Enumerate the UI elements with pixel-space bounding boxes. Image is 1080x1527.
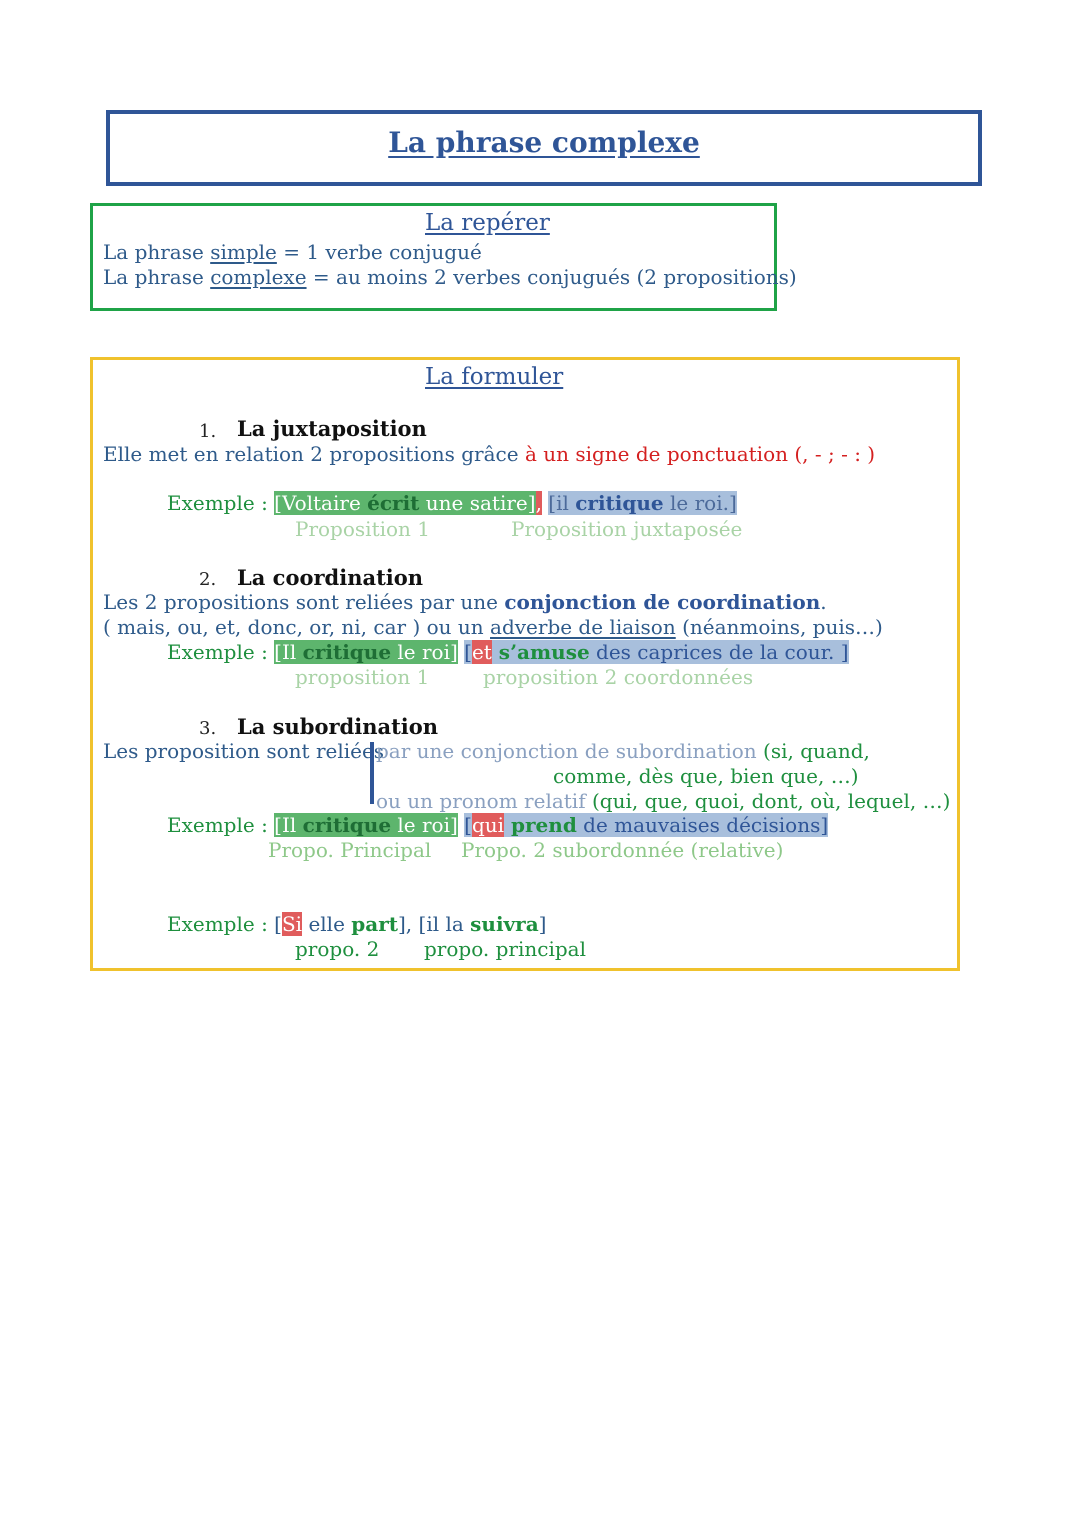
subordination-conjunction-continued: comme, dès que, bien que, …) (553, 764, 859, 788)
example-label: Exemple : (167, 912, 268, 936)
bracket-bar (370, 742, 374, 804)
label-propo-subordonnee: Propo. 2 subordonnée (relative) (461, 838, 784, 862)
section-number-2: 2. (199, 569, 217, 590)
section-title-juxtaposition: La juxtaposition (237, 416, 427, 441)
coordination-example: Exemple : [Il critique le roi] [et s’amu… (167, 640, 849, 664)
subordination-relative-line: ou un pronom relatif (qui, que, quoi, do… (376, 789, 951, 813)
page-title: La phrase complexe (388, 126, 700, 159)
subordination-example-1: Exemple : [Il critique le roi] [qui pren… (167, 813, 829, 837)
example-proposition-1: [Voltaire écrit une satire] (274, 491, 536, 515)
subordination-description-prefix: Les proposition sont reliées (103, 739, 385, 763)
section-title-coordination: La coordination (237, 565, 424, 590)
subordination-conjunction-line: par une conjonction de subordination (si… (376, 739, 870, 763)
formuler-heading: La formuler (425, 364, 564, 390)
section-number-1: 1. (199, 421, 217, 442)
section-title-subordination: La subordination (237, 714, 439, 739)
coordination-description-2: ( mais, ou, et, donc, or, ni, car ) ou u… (103, 615, 883, 639)
example-label: Exemple : (167, 640, 268, 664)
reperer-box (90, 203, 777, 311)
label-proposition-1: proposition 1 (295, 665, 430, 689)
reperer-line-complexe: La phrase complexe = au moins 2 verbes c… (103, 265, 797, 289)
label-proposition-1: Proposition 1 (295, 517, 430, 541)
example-comma: , (535, 491, 542, 515)
example-proposition-2: [et s’amuse des caprices de la cour. ] (464, 640, 849, 664)
juxtaposition-description: Elle met en relation 2 propositions grâc… (103, 442, 876, 466)
label-proposition-coordonnees: proposition 2 coordonnées (483, 665, 754, 689)
example-label: Exemple : (167, 813, 268, 837)
label-proposition-juxtaposee: Proposition juxtaposée (511, 517, 743, 541)
relative-pronoun-highlight: qui (471, 813, 505, 837)
label-propo-principal-2: propo. principal (424, 937, 586, 961)
example-proposition-principale: [Il critique le roi] (274, 813, 458, 837)
example-proposition-2: [il critique le roi.] (548, 491, 737, 515)
title-box: La phrase complexe (106, 110, 982, 186)
formuler-box (90, 357, 960, 971)
label-propo-2: propo. 2 (295, 937, 380, 961)
reperer-heading: La repérer (425, 210, 550, 236)
example-proposition-1: [Il critique le roi] (274, 640, 458, 664)
example-label: Exemple : (167, 491, 268, 515)
juxtaposition-example: Exemple : [Voltaire écrit une satire], [… (167, 491, 737, 515)
example-proposition-subordonnee: [qui prend de mauvaises décisions] (464, 813, 829, 837)
label-propo-principal: Propo. Principal (268, 838, 432, 862)
term-complexe: complexe (210, 265, 307, 289)
section-number-3: 3. (199, 718, 217, 739)
reperer-line-simple: La phrase simple = 1 verbe conjugué (103, 240, 482, 264)
coordination-description-1: Les 2 propositions sont reliées par une … (103, 590, 827, 614)
subordination-example-2: Exemple : [Si elle part], [il la suivra] (167, 912, 547, 936)
term-simple: simple (210, 240, 277, 264)
conjunction-highlight: Si (281, 912, 303, 936)
conjunction-highlight: et (471, 640, 492, 664)
